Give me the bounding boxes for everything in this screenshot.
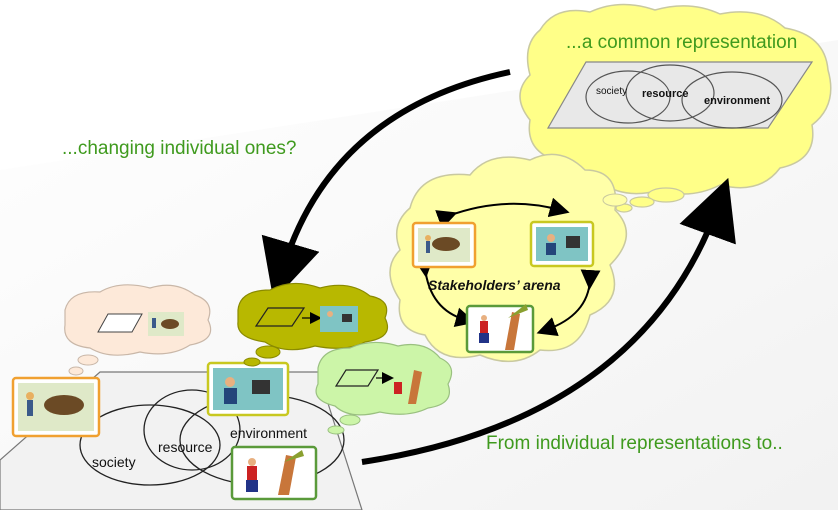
ground-office-worker-icon — [206, 361, 290, 417]
caption-common-representation: ...a common representation — [566, 32, 797, 53]
ground-farmer-icon — [11, 376, 101, 438]
caption-stakeholders-arena: Stakeholders’ arena — [428, 277, 561, 293]
caption-from-individual: From individual representations to.. — [486, 433, 783, 454]
arena-farmer-icon — [411, 221, 477, 269]
venn-large-environment: environment — [704, 95, 770, 107]
venn-small-environment: environment — [230, 425, 307, 441]
farmer-thought-cloud — [64, 284, 212, 376]
venn-circle-society — [585, 70, 671, 124]
venn-small-circle-society — [79, 404, 221, 486]
common-representation-plane: society resource environment — [546, 61, 814, 129]
venn-circle-resource — [625, 64, 715, 122]
ground-woodcutter-icon — [230, 445, 318, 501]
arrow-to-common — [361, 177, 736, 465]
arena-woodcutter-icon — [465, 304, 535, 354]
arrow-changing-individual — [261, 69, 511, 301]
venn-circle-environment — [681, 71, 783, 129]
venn-small-resource: resource — [158, 439, 213, 455]
venn-small-circle-resource — [143, 389, 241, 471]
arena-office-worker-icon — [529, 220, 595, 268]
woodcutter-thought-cloud — [315, 341, 453, 435]
venn-large-society: society — [596, 86, 627, 97]
caption-changing-individual: ...changing individual ones? — [62, 138, 297, 159]
venn-small-society: society — [92, 454, 136, 470]
office-worker-thought-cloud — [237, 282, 389, 367]
venn-large-resource: resource — [642, 88, 688, 100]
arena-arrows — [413, 197, 601, 337]
